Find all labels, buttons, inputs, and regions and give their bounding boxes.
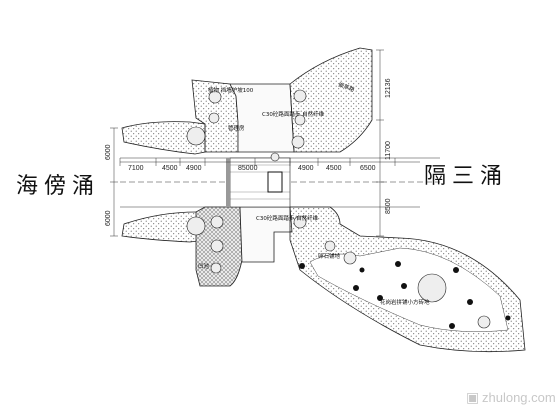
dim-v-right-2: 8500 [385, 198, 392, 214]
dim-h-0: 7100 [128, 165, 144, 172]
right-note-2: 花岗岩拼铺小方砖地 [380, 298, 430, 306]
bottom-pool-label: 凹池 [198, 262, 210, 270]
dim-v-right-1: 11700 [385, 141, 392, 160]
right-note-1: 卵石铺地 [318, 252, 341, 260]
small-shrubs [299, 261, 511, 329]
watermark-text: zhulong.com [482, 390, 556, 405]
dimension-lines [110, 49, 420, 237]
dim-v-right-0: 12136 [385, 78, 392, 98]
dim-v-left-1: 6000 [105, 210, 112, 226]
watermark-icon: ▣ [466, 390, 479, 406]
bridge-deck [229, 157, 291, 208]
dim-h-2: 4900 [186, 165, 202, 172]
dim-h-6: 6500 [360, 165, 376, 172]
upper-middle-paving [229, 83, 295, 153]
tree-symbols [186, 89, 491, 329]
top-left-note: 植物 挡墙护坡100 [208, 86, 254, 94]
right-area-label: 隔三涌 [424, 164, 508, 189]
bridge-piers [226, 158, 230, 207]
dim-h-4: 4900 [298, 165, 314, 172]
dim-h-3: 85000 [238, 165, 258, 172]
top-note: C30砼路面踏步 自然纤维 [262, 110, 325, 118]
left-area-label: 海傍涌 [16, 174, 100, 199]
dim-h-1: 4500 [162, 165, 178, 172]
upper-room-label: 管理房 [228, 124, 245, 132]
dim-v-left-0: 6000 [105, 144, 112, 160]
dim-h-5: 4500 [326, 165, 342, 172]
sluice-gate [267, 171, 283, 193]
bottom-note: C30砼路面踏步 自然纤维 [256, 214, 319, 222]
upper-right-slope [289, 47, 373, 153]
